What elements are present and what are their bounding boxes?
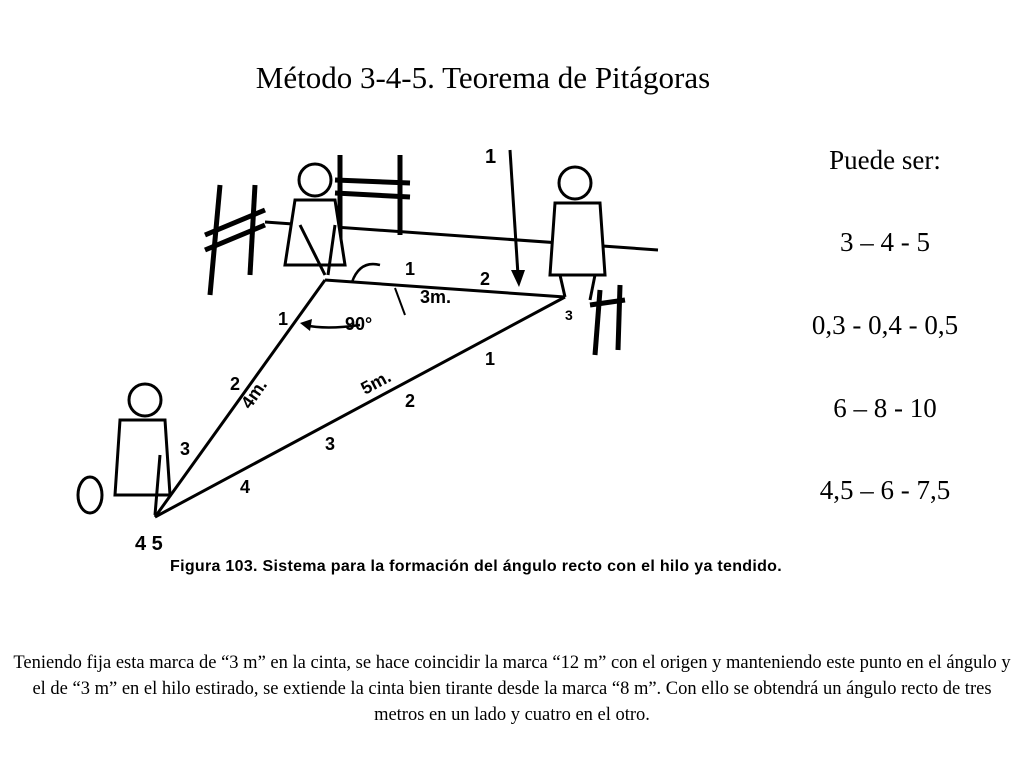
fence-right [589,284,626,356]
angle-label: 90° [345,314,372,334]
mark-top-3: 3 [565,307,573,323]
side-b-label: 4m. [237,375,271,412]
person-top [283,162,347,276]
option-item: 0,3 - 0,4 - 0,5 [811,310,959,340]
mark-top-1: 1 [405,259,415,279]
person-right [548,165,607,301]
explanation-paragraph: Teniendo fija esta marca de “3 m” en la … [13,653,1011,725]
person-left [76,382,172,516]
mark-hyp-3: 3 [325,434,335,454]
caption-label: Figura 103. [170,558,258,575]
fence-left [204,184,266,296]
mark-left-1: 1 [278,309,288,329]
arrow-1 [508,149,520,276]
pythagoras-illustration: 3m. 4m. 5m. 90° 1 1 2 3 1 2 3 4 5 1 2 3 … [76,146,659,555]
side-c-label: 5m. [357,366,394,398]
page-title: Método 3-4-5. Teorema de Pitágoras [255,60,711,95]
mark-hyp-1: 1 [485,349,495,369]
option-item: 3 – 4 - 5 [840,227,930,257]
arrow-1-label: 1 [485,146,496,168]
triangle [153,278,566,519]
option-item: 4,5 – 6 - 7,5 [819,475,951,505]
side-a-label: 3m. [420,287,451,307]
option-item: 6 – 8 - 10 [833,393,937,423]
options-heading: Puede ser: [829,145,941,175]
mark-left-45: 4 5 [135,533,163,555]
figure-caption: Figura 103. Sistema para la formación de… [170,558,782,576]
mark-left-2: 2 [230,374,240,394]
mark-left-3: 3 [180,439,190,459]
bead-pointer [394,287,406,316]
mark-hyp-2: 2 [405,391,415,411]
angle-arc [350,262,381,283]
caption-text: Sistema para la formación del ángulo rec… [262,558,782,575]
mark-hyp-4: 4 [240,477,250,497]
mark-top-2: 2 [480,269,490,289]
